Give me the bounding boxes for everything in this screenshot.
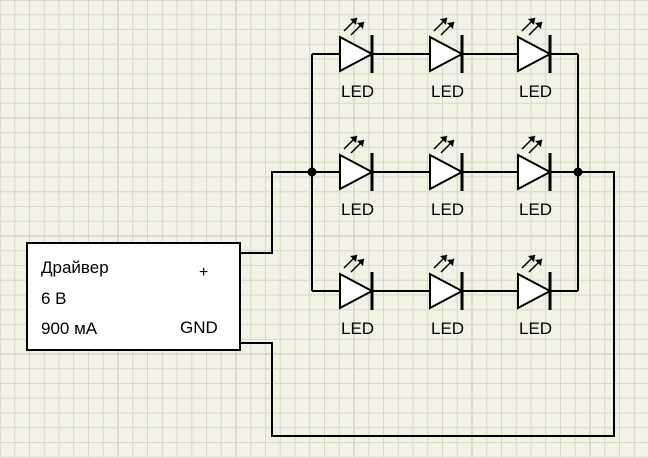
led-label: LED <box>341 82 374 101</box>
light-arrow-icon <box>528 258 543 273</box>
light-arrow-icon <box>433 17 448 32</box>
led-symbol: LED <box>517 254 553 338</box>
light-arrow-icon <box>440 139 455 154</box>
light-arrow-icon <box>350 139 365 154</box>
led-label: LED <box>431 82 464 101</box>
light-arrow-icon <box>440 258 455 273</box>
diode-triangle <box>339 272 375 310</box>
light-arrow-icon <box>343 254 358 269</box>
light-arrow-icon <box>521 135 536 150</box>
diode-triangle <box>517 272 553 310</box>
led-label: LED <box>431 319 464 338</box>
diode-triangle <box>429 35 465 73</box>
diode-triangle <box>517 35 553 73</box>
diode-triangle <box>517 153 553 191</box>
led-symbol: LED <box>429 135 465 219</box>
led-symbol: LED <box>517 17 553 101</box>
light-arrow-icon <box>521 254 536 269</box>
led-symbol: LED <box>339 254 375 338</box>
junction-dot-right <box>573 167 583 177</box>
led-label: LED <box>341 200 374 219</box>
led-symbol: LED <box>429 17 465 101</box>
driver-plus-label: + <box>199 264 208 281</box>
led-label: LED <box>341 319 374 338</box>
light-arrow-icon <box>433 135 448 150</box>
driver-gnd-label: GND <box>180 318 218 337</box>
wire-plus <box>240 171 312 254</box>
light-arrow-icon <box>528 21 543 36</box>
led-symbol: LED <box>339 135 375 219</box>
led-symbol: LED <box>517 135 553 219</box>
led-array: LED LED LED LED LED LED LED LED LED <box>339 17 553 338</box>
light-arrow-icon <box>350 258 365 273</box>
diode-triangle <box>339 35 375 73</box>
led-label: LED <box>519 319 552 338</box>
led-label: LED <box>519 82 552 101</box>
light-arrow-icon <box>440 21 455 36</box>
light-arrow-icon <box>350 21 365 36</box>
light-arrow-icon <box>528 139 543 154</box>
light-arrow-icon <box>343 135 358 150</box>
led-label: LED <box>431 200 464 219</box>
diode-triangle <box>339 153 375 191</box>
driver-box <box>26 242 241 351</box>
led-label: LED <box>519 200 552 219</box>
led-symbol: LED <box>339 17 375 101</box>
driver-current: 900 мА <box>41 319 98 338</box>
diode-triangle <box>429 272 465 310</box>
driver-name: Драйвер <box>41 258 109 277</box>
wires <box>240 53 615 437</box>
junction-dot-left <box>307 167 317 177</box>
diode-triangle <box>429 153 465 191</box>
light-arrow-icon <box>343 17 358 32</box>
light-arrow-icon <box>521 17 536 32</box>
driver-voltage: 6 В <box>41 289 67 308</box>
wire-gnd <box>240 171 615 437</box>
led-symbol: LED <box>429 254 465 338</box>
driver-block: Драйвер 6 В 900 мА + GND <box>26 242 241 351</box>
light-arrow-icon <box>433 254 448 269</box>
